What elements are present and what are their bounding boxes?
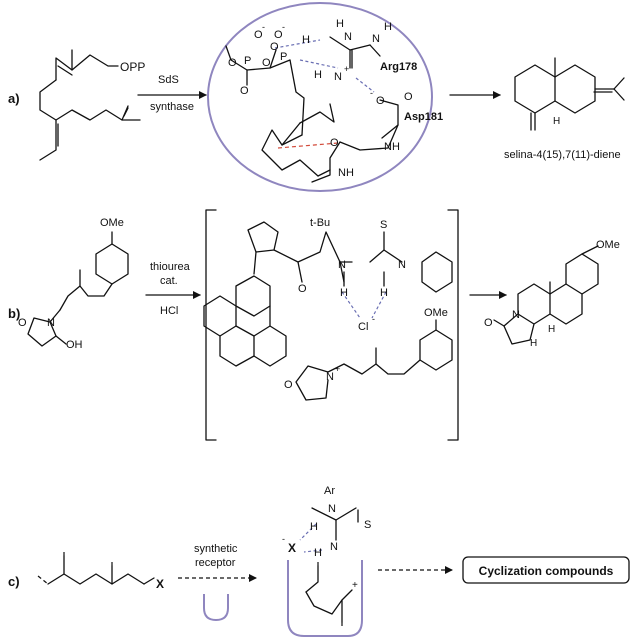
- site-minus-left: -: [262, 22, 265, 32]
- site-o-low: O: [240, 85, 249, 97]
- site-o-center: O: [270, 41, 279, 53]
- site-n-plus: N: [334, 71, 342, 83]
- complex-tbu: t-Bu: [310, 217, 330, 229]
- arrow-label-synthase: synthase: [150, 101, 194, 113]
- selinadiene-structure: H: [514, 57, 625, 131]
- site-h-mid: H: [336, 18, 344, 30]
- product-b-n: N: [512, 309, 520, 321]
- result-box: [462, 556, 630, 584]
- site-h-left: H: [302, 34, 310, 46]
- active-site-contents: O O - - H H N N H O P O P O O H N + Arg1…: [225, 18, 443, 183]
- arrow-label-cat: cat.: [160, 275, 178, 287]
- active-site-ellipse: [207, 2, 433, 192]
- receptor-complex: Ar - X H H N N S +: [282, 485, 371, 637]
- receptor-x: X: [288, 541, 296, 555]
- receptor-n1: N: [328, 503, 336, 515]
- complex-cl-minus: -: [372, 314, 375, 324]
- substrate-b: OMe N O OH: [18, 217, 129, 351]
- site-n-left: N: [344, 31, 352, 43]
- site-p-right: P: [280, 51, 287, 63]
- thiourea-catalyst-complex: t-Bu S N N H H O Cl - OMe O N +: [203, 217, 453, 401]
- site-o-carb-a: O: [376, 95, 385, 107]
- site-arg178: Arg178: [380, 61, 417, 73]
- site-nh-low: NH: [338, 167, 354, 179]
- arrow-label-synthetic: synthetic: [194, 543, 238, 555]
- arrow-label-receptor: receptor: [195, 557, 236, 569]
- panel-b: b) OMe N O OH thiourea cat. HCl: [8, 209, 620, 441]
- site-minus-right: -: [282, 22, 285, 32]
- site-n-right: N: [372, 33, 380, 45]
- receptor-icon: [203, 594, 229, 622]
- complex-n1: N: [338, 259, 346, 271]
- site-o-carb-b: O: [404, 91, 413, 103]
- complex-n-plus: N: [326, 371, 334, 383]
- site-o-minus: -: [370, 88, 373, 98]
- substrate-b-n: N: [47, 317, 55, 329]
- bracket-left: [205, 209, 217, 441]
- site-plus: +: [344, 64, 349, 74]
- receptor-plus: +: [352, 580, 358, 591]
- site-nh-right: NH: [384, 141, 400, 153]
- complex-o-ketone: O: [298, 283, 307, 295]
- site-h-low: H: [314, 69, 322, 81]
- site-o-top-left: O: [254, 29, 263, 41]
- panel-c: c) X synthetic receptor: [8, 485, 630, 637]
- site-o-bridge: O: [262, 57, 271, 69]
- panel-b-label: b): [8, 306, 20, 321]
- substrate-c: X: [37, 550, 164, 591]
- site-o-top-right: O: [274, 29, 283, 41]
- result-box-text: Cyclization compounds: [479, 564, 614, 578]
- arrow-label-hcl: HCl: [160, 305, 178, 317]
- complex-ome: OMe: [424, 307, 448, 319]
- tetracyclic-product: OMe N O H H: [484, 239, 620, 349]
- substrate-b-ome: OMe: [100, 217, 124, 229]
- complex-o-ring: O: [284, 379, 293, 391]
- receptor-n2: N: [330, 541, 338, 553]
- site-asp181: Asp181: [404, 111, 443, 123]
- receptor-minus: -: [282, 534, 285, 544]
- substrate-c-x: X: [156, 577, 164, 591]
- site-o-amide: O: [330, 137, 339, 149]
- receptor-h2: H: [314, 547, 322, 559]
- site-h-right: H: [384, 21, 392, 33]
- complex-plus: +: [335, 364, 340, 374]
- bracket-right: [447, 209, 459, 441]
- complex-cl: Cl: [358, 321, 368, 333]
- complex-h1: H: [340, 287, 348, 299]
- complex-s: S: [380, 219, 387, 231]
- substrate-b-o: O: [18, 317, 27, 329]
- product-b-h1: H: [548, 324, 555, 335]
- panel-a-label: a): [8, 91, 20, 106]
- receptor-ar: Ar: [324, 485, 335, 497]
- complex-n2: N: [398, 259, 406, 271]
- panel-c-label: c): [8, 574, 20, 589]
- substrate-b-oh: OH: [66, 339, 83, 351]
- substrate-opp: OPP: [120, 60, 145, 74]
- product-b-h2: H: [530, 338, 537, 349]
- receptor-s: S: [364, 519, 371, 531]
- arrow-label-thiourea: thiourea: [150, 261, 191, 273]
- complex-h2: H: [380, 287, 388, 299]
- product-b-o: O: [484, 317, 493, 329]
- product-name: selina-4(15),7(11)-diene: [504, 149, 621, 161]
- product-b-ome: OMe: [596, 239, 620, 251]
- selinadiene-h: H: [553, 116, 560, 127]
- receptor-h1: H: [310, 521, 318, 533]
- site-p-left: P: [244, 55, 251, 67]
- arrow-label-sds: SdS: [158, 74, 179, 86]
- panel-a: a) OPP SdS synthase: [8, 2, 625, 192]
- site-o-left: O: [228, 57, 237, 69]
- farnesyl-diphosphate: OPP: [39, 49, 145, 161]
